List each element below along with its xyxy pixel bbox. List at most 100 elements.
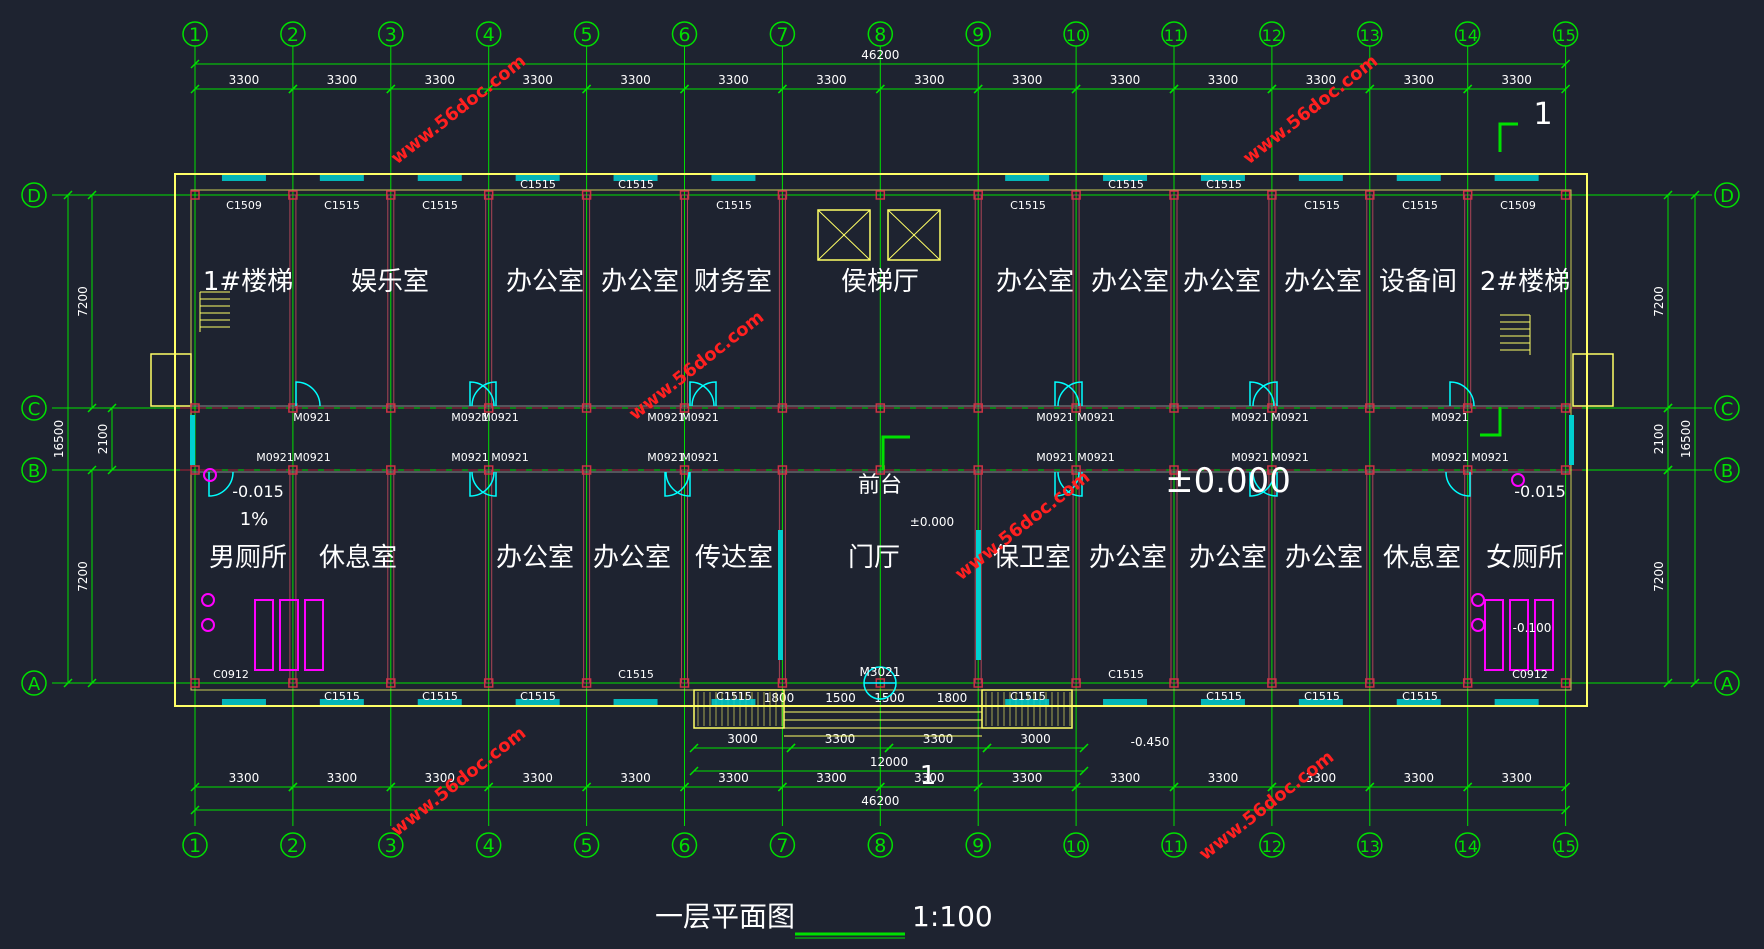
partition-bottom-2 xyxy=(289,469,297,684)
axis-bubble-14-top xyxy=(1454,21,1481,47)
window-top xyxy=(1200,175,1245,181)
column xyxy=(973,678,983,688)
dim-bay-bottom-13-tick xyxy=(1365,782,1375,792)
axis-bubbles: 1122334455667788991010111112121313141415… xyxy=(21,21,1740,858)
axis-bubble-A-left xyxy=(21,670,47,696)
window-side-left xyxy=(190,415,195,465)
dim-bay-bottom-11-tick xyxy=(1169,782,1179,792)
dim-bay-bottom-7-tick xyxy=(777,782,787,792)
door-tag-17: M0921 xyxy=(1077,451,1115,464)
window-bottom xyxy=(1396,699,1441,705)
dim-bay-bottom-1-text: 3300 xyxy=(229,771,260,785)
column xyxy=(483,190,494,200)
dim-left-CB-tick xyxy=(107,465,117,475)
axis-letter-B-left: B xyxy=(28,461,40,482)
dim-left-total-tick xyxy=(63,678,73,688)
column xyxy=(1071,465,1081,475)
window-tag-top-5: C1515 xyxy=(1304,199,1340,212)
axis-bubble-12-top xyxy=(1259,21,1285,47)
axis-number-9-top: 9 xyxy=(972,24,984,46)
door-bottom-6 xyxy=(1057,471,1083,497)
dim-front-1: 1500 xyxy=(825,691,856,705)
window-top xyxy=(1103,175,1148,181)
partition-top-12 xyxy=(1268,194,1276,409)
dim-entrance-1-tick xyxy=(786,743,796,753)
partition-bottom-5 xyxy=(583,469,591,684)
plan-scale: 1:100 xyxy=(912,900,993,933)
column xyxy=(386,190,396,200)
dimension-lines: 4620046200330033003300330033003300330033… xyxy=(52,48,1700,815)
elevator-x2-0 xyxy=(817,209,871,261)
column xyxy=(1462,678,1473,688)
elevator-x2-1 xyxy=(887,209,941,261)
door-tag-3: M0921 xyxy=(647,411,685,424)
axis-number-13-bottom: 13 xyxy=(1360,837,1380,856)
dim-entrance-0-text: 3000 xyxy=(727,732,758,746)
axis-number-6-top: 6 xyxy=(678,24,690,46)
dim-bay-top-10-tick xyxy=(1071,84,1081,94)
dim-bay-top-2-text: 3300 xyxy=(327,73,358,87)
dim-right-total-text: 16500 xyxy=(1679,420,1693,458)
partition-bottom-12 xyxy=(1268,469,1276,684)
column xyxy=(1462,465,1473,475)
column xyxy=(483,465,494,475)
axis-bubble-6-top xyxy=(671,21,698,47)
window-tag-bottom-1: C1515 xyxy=(324,690,360,703)
partition-top-13 xyxy=(1366,194,1374,409)
column xyxy=(288,465,298,475)
dim-bay-bottom-10-tick xyxy=(1071,782,1081,792)
partition-top-14 xyxy=(1464,194,1472,409)
axis-number-10-bottom: 10 xyxy=(1066,837,1086,856)
dim-bay-top-13-tick xyxy=(1365,84,1375,94)
plan-title: 一层平面图 xyxy=(655,900,795,933)
dim-left-total-tick xyxy=(63,190,73,200)
fixtures xyxy=(199,209,1554,671)
dim-front-3: 1800 xyxy=(937,691,968,705)
dim-left-CB-text: 2100 xyxy=(96,424,110,455)
window-tag-top-8: C1515 xyxy=(520,178,556,191)
axis-number-14-bottom: 14 xyxy=(1458,837,1478,856)
window-top xyxy=(1396,175,1441,181)
door-tag-9: M0921 xyxy=(1431,411,1469,424)
column xyxy=(973,403,983,413)
window-tag-bottom-2: C1515 xyxy=(422,690,458,703)
room-bottom-9: 办公室 xyxy=(1285,543,1363,573)
door-tag-21: M0921 xyxy=(1471,451,1509,464)
column xyxy=(679,403,690,413)
window-tag-bottom-5: C1515 xyxy=(716,690,752,703)
dim-bay-bottom-6-tick xyxy=(679,782,690,792)
axis-number-2-top: 2 xyxy=(287,24,299,46)
partition-bottom-10 xyxy=(1072,469,1080,684)
axis-number-5-bottom: 5 xyxy=(581,835,593,857)
axis-bubble-5-bottom xyxy=(573,832,600,858)
dim-bay-bottom-2-tick xyxy=(288,782,298,792)
column xyxy=(288,190,298,200)
door-bottom-8 xyxy=(1252,471,1278,497)
window-top xyxy=(1298,175,1343,181)
level-hall: ±0.000 xyxy=(910,515,954,529)
partition-bottom-3 xyxy=(387,469,395,684)
dim-entrance-0-tick xyxy=(689,743,699,753)
dim-left-total-text: 16500 xyxy=(52,420,66,458)
dim-bay-bottom-8-tick xyxy=(875,782,885,792)
window-tag-top-1: C1515 xyxy=(324,199,360,212)
vestibule-right xyxy=(1572,353,1614,407)
dim-right-CB-tick xyxy=(1663,403,1673,413)
axis-letter-A-right: A xyxy=(1721,674,1734,695)
room-bottom-1: 休息室 xyxy=(319,543,397,573)
columns xyxy=(190,190,1571,688)
door-top-2 xyxy=(471,381,497,407)
window-tag-top-10: C1515 xyxy=(1108,178,1144,191)
dim-total-top-tick xyxy=(1561,59,1571,69)
column xyxy=(190,190,200,200)
dim-bay-top-1-tick xyxy=(190,84,200,94)
wc-fixture-right-0 xyxy=(1511,473,1525,487)
column xyxy=(386,678,396,688)
slope-label: 1% xyxy=(240,509,269,530)
axis-bubble-D-left xyxy=(21,182,47,208)
window-bottom xyxy=(613,699,658,705)
window-bottom xyxy=(417,699,462,705)
window-tag-top-2: C1515 xyxy=(422,199,458,212)
axis-bubble-B-left xyxy=(21,457,47,483)
